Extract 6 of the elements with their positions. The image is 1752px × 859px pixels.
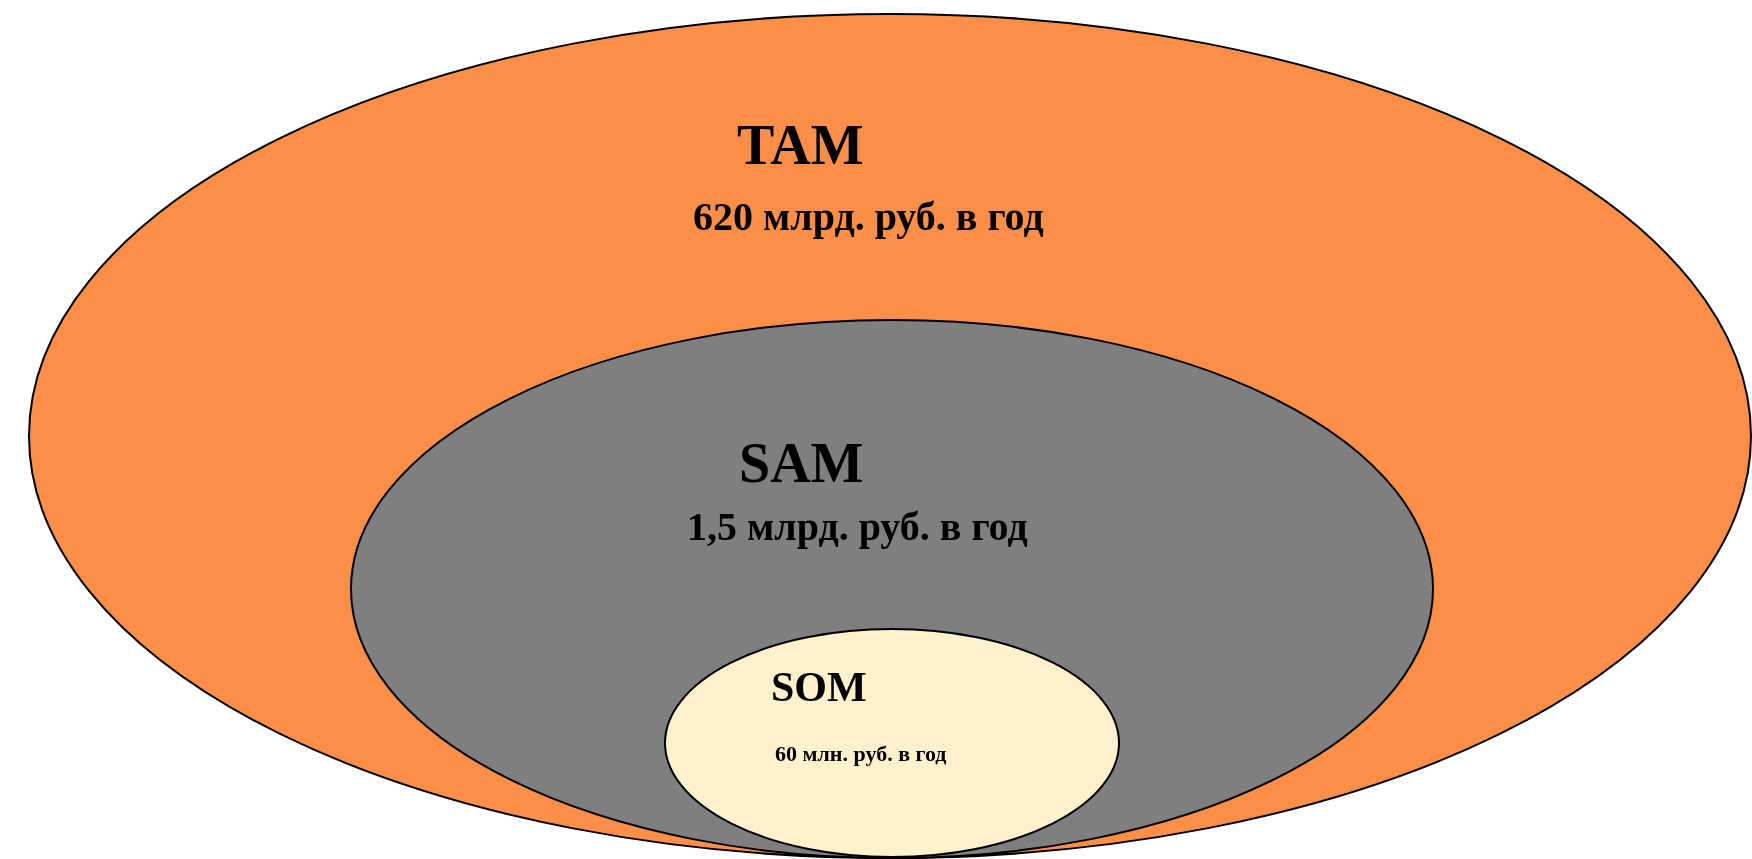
market-size-text: 620 млрд. руб. в год — [693, 197, 1044, 237]
market-size-text: 1,5 млрд. руб. в год — [687, 507, 1028, 547]
market-size-text: 60 млн. руб. в год — [775, 743, 947, 765]
market-label: SAM — [739, 435, 864, 491]
market-label: TAM — [737, 117, 864, 173]
market-label: SOM — [771, 666, 867, 708]
